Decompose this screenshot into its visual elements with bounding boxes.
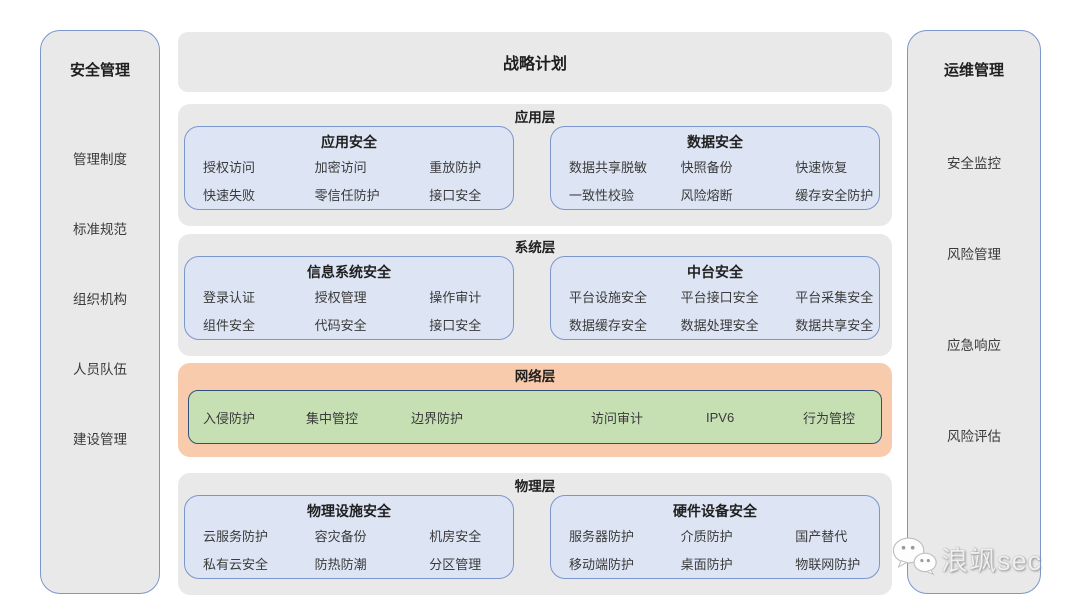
physical-layer-label: 物理层 bbox=[514, 479, 556, 494]
network-layer-label: 网络层 bbox=[514, 369, 556, 384]
item-component-security: 组件安全 bbox=[203, 318, 256, 333]
item-ipv6: IPV6 bbox=[706, 409, 735, 425]
group-title: 中台安全 bbox=[687, 264, 743, 280]
sidebar-item-risk-management: 风险管理 bbox=[947, 247, 1001, 262]
physical-layer-groups: 物理设施安全 云服务防护 容灾备份 机房安全 私有云安全 防热防潮 分区管理 硬… bbox=[178, 493, 892, 579]
item-data-processing-security: 数据处理安全 bbox=[680, 318, 759, 333]
group-items: 数据共享脱敏 快照备份 快速恢复 一致性校验 风险熔断 缓存安全防护 bbox=[551, 152, 879, 204]
item-platform-facility: 平台设施安全 bbox=[569, 290, 648, 305]
group-items: 云服务防护 容灾备份 机房安全 私有云安全 防热防潮 分区管理 bbox=[185, 521, 513, 573]
application-security-group: 应用安全 授权访问 加密访问 重放防护 快速失败 零信任防护 接口安全 bbox=[184, 126, 514, 210]
information-system-security-group: 信息系统安全 登录认证 授权管理 操作审计 组件安全 代码安全 接口安全 bbox=[184, 256, 514, 340]
item-mobile-protection: 移动端防护 bbox=[569, 557, 635, 572]
item-interface-security: 接口安全 bbox=[429, 318, 482, 333]
item-centralized-control: 集中管控 bbox=[306, 410, 359, 426]
item-operation-audit: 操作审计 bbox=[429, 290, 482, 305]
group-items: 登录认证 授权管理 操作审计 组件安全 代码安全 接口安全 bbox=[185, 282, 513, 334]
application-layer-groups: 应用安全 授权访问 加密访问 重放防护 快速失败 零信任防护 接口安全 数据安全… bbox=[178, 124, 892, 210]
sidebar-item-construction: 建设管理 bbox=[73, 432, 127, 447]
item-consistency-check: 一致性校验 bbox=[569, 188, 635, 203]
item-desktop-protection: 桌面防护 bbox=[680, 557, 733, 572]
item-server-protection: 服务器防护 bbox=[569, 529, 635, 544]
data-security-group: 数据安全 数据共享脱敏 快照备份 快速恢复 一致性校验 风险熔断 缓存安全防护 bbox=[550, 126, 880, 210]
system-layer-label: 系统层 bbox=[514, 240, 556, 255]
item-private-cloud-security: 私有云安全 bbox=[203, 557, 269, 572]
item-domestic-substitution: 国产替代 bbox=[795, 529, 848, 544]
item-encrypted-access: 加密访问 bbox=[314, 160, 367, 175]
system-layer-groups: 信息系统安全 登录认证 授权管理 操作审计 组件安全 代码安全 接口安全 中台安… bbox=[178, 254, 892, 340]
item-snapshot-backup: 快照备份 bbox=[680, 160, 733, 175]
sidebar-left-items: 管理制度 标准规范 组织机构 人员队伍 建设管理 bbox=[73, 148, 127, 451]
application-layer-section: 应用层 应用安全 授权访问 加密访问 重放防护 快速失败 零信任防护 接口安全 … bbox=[178, 104, 892, 226]
network-items-box: 入侵防护 集中管控 边界防护 访问审计 IPV6 行为管控 bbox=[188, 390, 882, 444]
item-media-protection: 介质防护 bbox=[680, 529, 733, 544]
item-fast-recovery: 快速恢复 bbox=[795, 160, 848, 175]
item-login-auth: 登录认证 bbox=[203, 290, 256, 305]
sidebar-item-standards: 标准规范 bbox=[73, 222, 127, 237]
application-layer-label: 应用层 bbox=[514, 110, 556, 125]
group-title: 硬件设备安全 bbox=[673, 503, 757, 519]
network-layer-section: 网络层 入侵防护 集中管控 边界防护 访问审计 IPV6 行为管控 bbox=[178, 363, 892, 457]
item-data-cache-security: 数据缓存安全 bbox=[569, 318, 648, 333]
item-authorization-mgmt: 授权管理 bbox=[314, 290, 367, 305]
sidebar-right-title: 运维管理 bbox=[943, 62, 1004, 79]
item-code-security: 代码安全 bbox=[314, 318, 367, 333]
item-platform-interface: 平台接口安全 bbox=[680, 290, 759, 305]
group-title: 应用安全 bbox=[321, 134, 377, 150]
item-zero-trust: 零信任防护 bbox=[314, 188, 380, 203]
sidebar-item-security-monitoring: 安全监控 bbox=[947, 156, 1001, 171]
sidebar-item-organization: 组织机构 bbox=[73, 292, 127, 307]
item-fast-fail: 快速失败 bbox=[203, 188, 256, 203]
item-replay-protection: 重放防护 bbox=[429, 160, 482, 175]
physical-facility-security-group: 物理设施安全 云服务防护 容灾备份 机房安全 私有云安全 防热防潮 分区管理 bbox=[184, 495, 514, 579]
item-cache-security: 缓存安全防护 bbox=[795, 188, 874, 203]
middle-platform-security-group: 中台安全 平台设施安全 平台接口安全 平台采集安全 数据缓存安全 数据处理安全 … bbox=[550, 256, 880, 340]
item-data-sharing-security: 数据共享安全 bbox=[795, 318, 874, 333]
hardware-device-security-group: 硬件设备安全 服务器防护 介质防护 国产替代 移动端防护 桌面防护 物联网防护 bbox=[550, 495, 880, 579]
item-intrusion-protection: 入侵防护 bbox=[203, 410, 256, 426]
item-platform-collection: 平台采集安全 bbox=[795, 290, 874, 305]
physical-layer-section: 物理层 物理设施安全 云服务防护 容灾备份 机房安全 私有云安全 防热防潮 分区… bbox=[178, 473, 892, 595]
system-layer-section: 系统层 信息系统安全 登录认证 授权管理 操作审计 组件安全 代码安全 接口安全… bbox=[178, 234, 892, 356]
sidebar-item-risk-assessment: 风险评估 bbox=[947, 429, 1001, 444]
sidebar-security-management: 安全管理 管理制度 标准规范 组织机构 人员队伍 建设管理 bbox=[40, 30, 160, 594]
group-items: 平台设施安全 平台接口安全 平台采集安全 数据缓存安全 数据处理安全 数据共享安… bbox=[551, 282, 879, 334]
strategic-plan-label: 战略计划 bbox=[502, 56, 567, 73]
strategic-plan-bar: 战略计划 bbox=[178, 32, 892, 92]
item-disaster-backup: 容灾备份 bbox=[314, 529, 367, 544]
sidebar-item-management-system: 管理制度 bbox=[73, 152, 127, 167]
item-iot-protection: 物联网防护 bbox=[795, 557, 861, 572]
sidebar-left-title: 安全管理 bbox=[69, 62, 130, 79]
item-authorized-access: 授权访问 bbox=[203, 160, 256, 175]
item-behavior-control: 行为管控 bbox=[803, 410, 856, 426]
sidebar-right-items: 安全监控 风险管理 应急响应 风险评估 bbox=[947, 152, 1001, 448]
item-heat-moisture-protection: 防热防潮 bbox=[314, 557, 367, 572]
item-zone-management: 分区管理 bbox=[429, 557, 482, 572]
sidebar-item-personnel: 人员队伍 bbox=[73, 362, 127, 377]
group-title: 信息系统安全 bbox=[307, 264, 391, 280]
item-access-audit: 访问审计 bbox=[591, 410, 644, 426]
group-items: 授权访问 加密访问 重放防护 快速失败 零信任防护 接口安全 bbox=[185, 152, 513, 204]
item-risk-fuse: 风险熔断 bbox=[680, 188, 733, 203]
group-items: 服务器防护 介质防护 国产替代 移动端防护 桌面防护 物联网防护 bbox=[551, 521, 879, 573]
item-server-room-security: 机房安全 bbox=[429, 529, 482, 544]
group-title: 数据安全 bbox=[687, 134, 743, 150]
sidebar-operations-management: 运维管理 安全监控 风险管理 应急响应 风险评估 bbox=[907, 30, 1041, 594]
group-title: 物理设施安全 bbox=[307, 503, 391, 519]
item-api-security: 接口安全 bbox=[429, 188, 482, 203]
item-data-masking: 数据共享脱敏 bbox=[569, 160, 648, 175]
item-cloud-service-protection: 云服务防护 bbox=[203, 529, 269, 544]
item-boundary-protection: 边界防护 bbox=[411, 410, 464, 426]
sidebar-item-emergency-response: 应急响应 bbox=[947, 338, 1001, 353]
